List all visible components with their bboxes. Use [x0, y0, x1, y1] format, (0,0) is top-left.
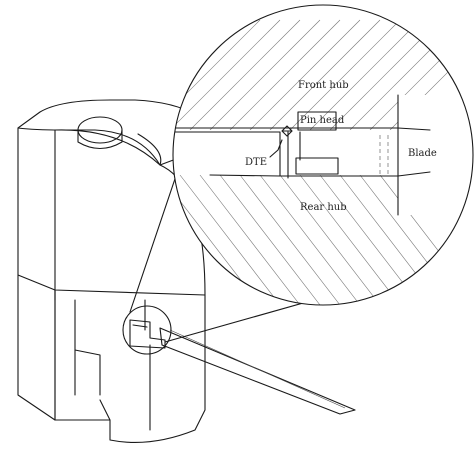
- hub-left-face: [17, 127, 56, 421]
- label-front-hub: Front hub: [298, 80, 349, 91]
- magnified-circle-border: [172, 4, 474, 306]
- magnified-view: [172, 4, 474, 306]
- dte-marker: [281, 125, 293, 137]
- label-blade: Blade: [408, 148, 437, 159]
- hub-body: [17, 99, 206, 444]
- dte-leader: [269, 139, 283, 158]
- lower-pin: [295, 157, 339, 175]
- label-rear-hub: Rear hub: [300, 202, 347, 213]
- blade: [159, 327, 356, 415]
- label-dte: DTE: [245, 157, 267, 168]
- hub-front-face: [54, 129, 206, 444]
- detail-circle: [122, 305, 172, 355]
- pin-head: [297, 111, 337, 131]
- slot-detail: [129, 319, 166, 349]
- label-pin-head: Pin head: [300, 115, 345, 126]
